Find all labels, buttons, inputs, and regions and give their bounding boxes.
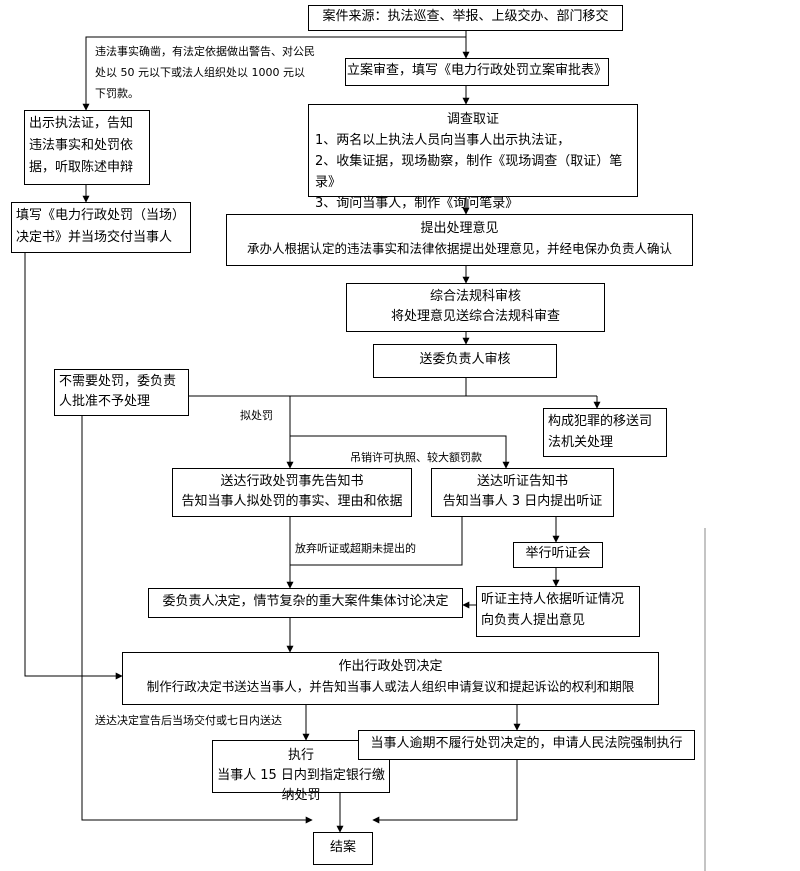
node-prior-notice: 送达行政处罚事先告知书 告知当事人拟处罚的事实、理由和依据 (172, 468, 412, 517)
label-revoke-license: 吊销许可执照、较大额罚款 (350, 451, 482, 464)
node-hearing-notice: 送达听证告知书 告知当事人 3 日内提出听证 (431, 468, 614, 517)
node-hearing-opinion: 听证主持人依据听证情况向负责人提出意见 (476, 586, 640, 637)
label-simple-case: 违法事实确凿，有法定依据做出警告、对公民处以 50 元以下或法人组织处以 100… (95, 45, 315, 100)
execute-body: 当事人 15 日内到指定银行缴纳处罚 (217, 768, 385, 803)
node-court-enforcement: 当事人逾期不履行处罚决定的，申请人民法院强制执行 (358, 730, 695, 760)
node-penalty-decision: 作出行政处罚决定 制作行政决定书送达当事人，并告知当事人或法人组织申请复议和提起… (122, 652, 659, 705)
propose-title: 提出处理意见 (420, 221, 499, 236)
investigation-title: 调查取证 (446, 112, 499, 127)
prior-notice-body: 告知当事人拟处罚的事实、理由和依据 (181, 494, 403, 509)
propose-body: 承办人根据认定的违法事实和法律依据提出处理意见，并经电保办负责人确认 (246, 241, 672, 256)
node-show-certificate: 出示执法证，告知违法事实和处罚依据，听取陈述申辩 (24, 110, 150, 185)
legal-review-body: 将处理意见送综合法规科审查 (390, 309, 560, 324)
label-deliver-note: 送达决定宣告后当场交付或七日内送达 (95, 714, 282, 727)
label-proposed-penalty: 拟处罚 (240, 409, 273, 422)
execute-title: 执行 (287, 748, 314, 763)
node-case-source: 案件来源：执法巡查、举报、上级交办、部门移交 (308, 5, 623, 31)
node-committee-review: 送委负责人审核 (373, 344, 557, 378)
prior-notice-title: 送达行政处罚事先告知书 (220, 474, 364, 489)
penalty-decision-body: 制作行政决定书送达当事人，并告知当事人或法人组织申请复议和提起诉讼的权利和期限 (146, 679, 635, 694)
node-committee-decision: 委负责人决定，情节复杂的重大案件集体讨论决定 (148, 588, 463, 618)
penalty-decision-title: 作出行政处罚决定 (338, 659, 443, 674)
node-filing-review: 立案审查，填写《电力行政处罚立案审批表》 (345, 58, 609, 86)
node-criminal-transfer: 构成犯罪的移送司法机关处理 (543, 408, 667, 457)
arrow-enforce-to-close (372, 760, 518, 824)
hearing-notice-title: 送达听证告知书 (476, 474, 568, 489)
node-investigation: 调查取证 1、两名以上执法人员向当事人出示执法证， 2、收集证据，现场勘察，制作… (308, 104, 638, 211)
investigation-step-3: 3、询问当事人，制作《询问笔录》 (315, 196, 519, 211)
investigation-step-2: 2、收集证据，现场勘察，制作《现场调查（取证）笔录》 (315, 154, 623, 190)
arrow-onsite-to-decision (24, 253, 123, 680)
legal-review-title: 综合法规科审核 (429, 289, 521, 304)
label-waived-hearing: 放弃听证或超期未提出的 (295, 542, 416, 555)
arrow-to-hearing-notice (290, 435, 510, 469)
investigation-step-1: 1、两名以上执法人员向当事人出示执法证， (315, 133, 571, 148)
node-hearing: 举行听证会 (513, 542, 603, 568)
node-close-case: 结案 (313, 832, 373, 865)
hearing-notice-body: 告知当事人 3 日内提出听证 (442, 494, 603, 509)
node-propose-opinion: 提出处理意见 承办人根据认定的违法事实和法律依据提出处理意见，并经电保办负责人确… (226, 214, 693, 266)
node-no-penalty: 不需要处罚，委负责人批准不予处理 (54, 369, 189, 416)
arrow-source-to-show-cert (82, 36, 466, 111)
arrow-nopenalty-to-close (81, 416, 313, 824)
node-legal-review: 综合法规科审核 将处理意见送综合法规科审查 (346, 283, 605, 332)
node-onsite-decision-form: 填写《电力行政处罚（当场）决定书》并当场交付当事人 (11, 202, 191, 253)
